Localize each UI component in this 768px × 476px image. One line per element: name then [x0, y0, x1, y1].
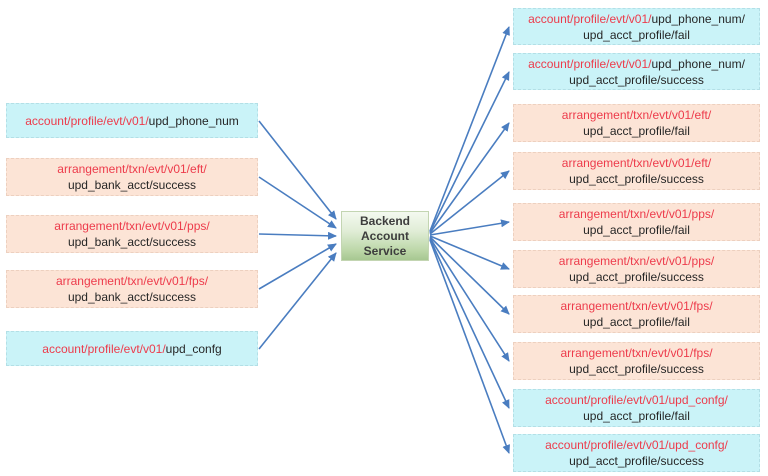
left-topic-eft-upd-bank-acct-success: arrangement/txn/evt/v01/eft/ upd_bank_ac… — [6, 158, 258, 196]
topic-label: account/profile/evt/v01/upd_phone_num — [25, 113, 239, 128]
topic-label: account/profile/evt/v01/upd_phone_num/ — [528, 56, 745, 71]
left-topic-pps-upd-bank-acct-success: arrangement/txn/evt/v01/pps/ upd_bank_ac… — [6, 215, 258, 253]
topic-label: arrangement/txn/evt/v01/pps/ — [558, 254, 715, 268]
arrow-out-5 — [429, 219, 510, 236]
arrow-in-1 — [258, 120, 337, 220]
arrow-out-2 — [429, 71, 510, 233]
right-topic-eft-success: arrangement/txn/evt/v01/eft/ upd_acct_pr… — [513, 152, 760, 190]
topic-label: account/profile/evt/v01/upd_confg — [42, 341, 222, 356]
topic-label: arrangement/txn/evt/v01/eft/ — [561, 156, 712, 170]
topic-label: arrangement/txn/evt/v01/eft/ — [57, 162, 207, 176]
right-topic-fps-success: arrangement/txn/evt/v01/fps/ upd_acct_pr… — [513, 342, 760, 380]
arrow-out-6 — [429, 235, 510, 270]
topic-label: arrangement/txn/evt/v01/eft/ — [561, 108, 712, 122]
arrow-out-4 — [429, 170, 510, 235]
topic-label: account/profile/evt/v01/upd_phone_num/ — [528, 11, 745, 26]
arrow-out-3 — [429, 122, 510, 234]
arrow-in-2 — [258, 176, 337, 229]
topic-label: arrangement/txn/evt/v01/fps/ — [560, 346, 713, 360]
left-topic-fps-upd-bank-acct-success: arrangement/txn/evt/v01/fps/ upd_bank_ac… — [6, 270, 258, 308]
right-topic-pps-success: arrangement/txn/evt/v01/pps/ upd_acct_pr… — [513, 250, 760, 288]
topic-label: arrangement/txn/evt/v01/pps/ — [558, 207, 715, 221]
left-topic-upd-phone-num: account/profile/evt/v01/upd_phone_num — [6, 103, 258, 138]
right-topic-upd-phone-num-fail: account/profile/evt/v01/upd_phone_num/ u… — [513, 8, 760, 45]
topic-label: arrangement/txn/evt/v01/pps/ — [54, 219, 210, 233]
arrow-out-1 — [429, 26, 510, 232]
right-topic-pps-fail: arrangement/txn/evt/v01/pps/ upd_acct_pr… — [513, 203, 760, 241]
arrow-out-8 — [429, 237, 510, 362]
arrow-out-10 — [429, 239, 510, 454]
right-topic-upd-confg-fail: account/profile/evt/v01/upd_confg/ upd_a… — [513, 389, 760, 427]
arrow-in-3 — [258, 231, 337, 240]
right-topic-eft-fail: arrangement/txn/evt/v01/eft/ upd_acct_pr… — [513, 104, 760, 142]
arrow-in-5 — [258, 252, 337, 350]
service-label: Backend Account Service — [359, 213, 411, 258]
arrow-out-9 — [429, 238, 510, 409]
topic-label: account/profile/evt/v01/upd_confg/ — [545, 438, 728, 452]
topic-label: account/profile/evt/v01/upd_confg/ — [545, 393, 728, 407]
arrow-out-7 — [429, 236, 510, 315]
right-topic-upd-confg-success: account/profile/evt/v01/upd_confg/ upd_a… — [513, 434, 760, 472]
right-topic-upd-phone-num-success: account/profile/evt/v01/upd_phone_num/ u… — [513, 53, 760, 90]
topic-label: arrangement/txn/evt/v01/fps/ — [560, 299, 713, 313]
topic-label: arrangement/txn/evt/v01/fps/ — [55, 274, 209, 288]
left-topic-upd-confg: account/profile/evt/v01/upd_confg — [6, 331, 258, 366]
backend-account-service-node: Backend Account Service — [341, 211, 429, 261]
right-topic-fps-fail: arrangement/txn/evt/v01/fps/ upd_acct_pr… — [513, 295, 760, 333]
arrow-in-4 — [258, 243, 337, 290]
